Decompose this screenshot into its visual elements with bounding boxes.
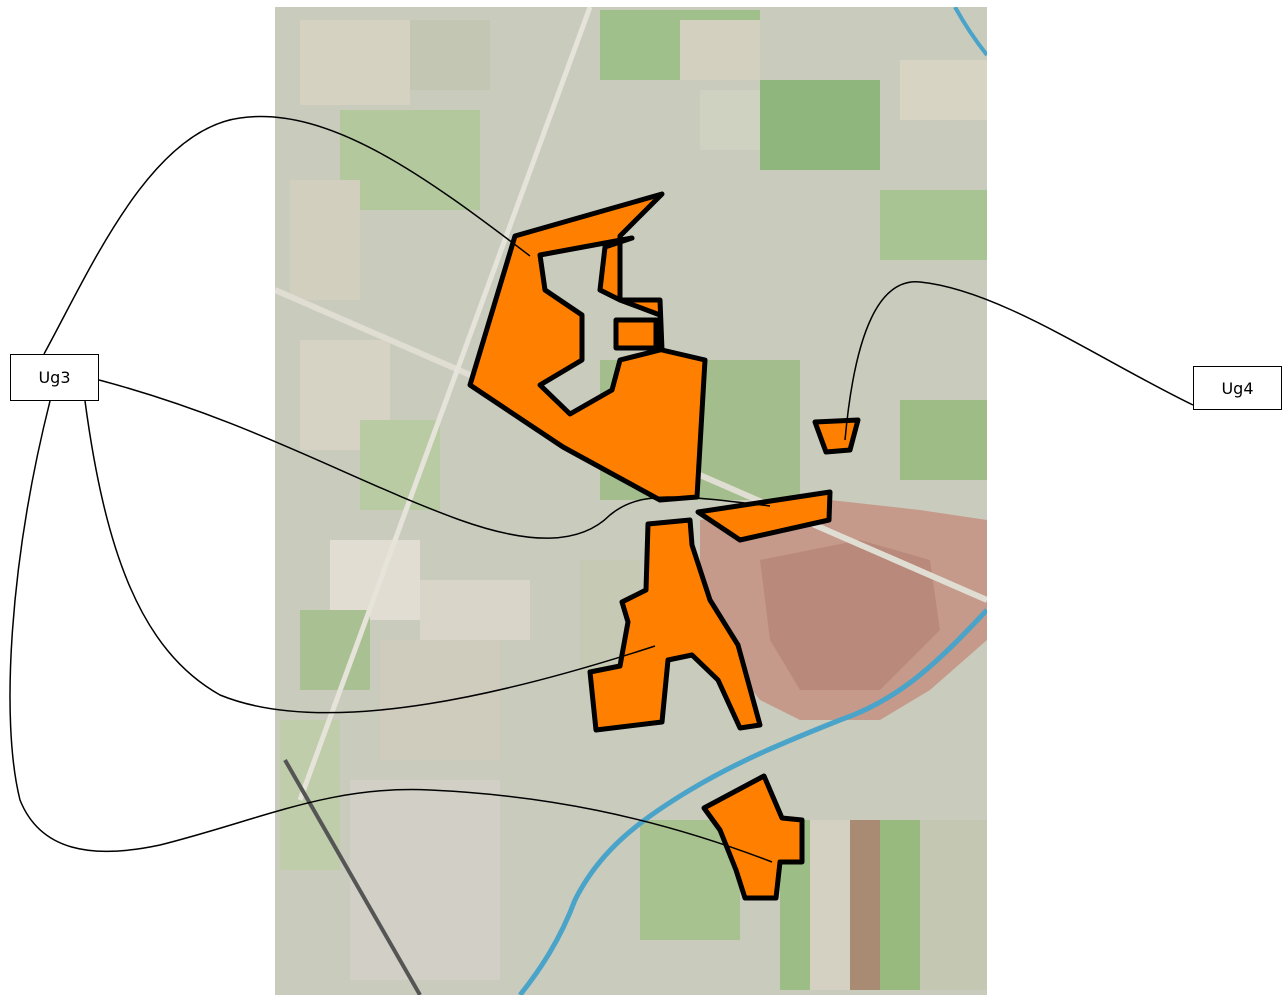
leader-lines (9, 115, 1194, 863)
leader-ug4 (844, 281, 1194, 441)
zone-ug4 (812, 417, 861, 455)
leader-ug3-south (84, 400, 656, 714)
zone-far-south (701, 773, 805, 901)
zone-polygons (467, 191, 861, 901)
leader-ug3-east-strip (98, 379, 771, 539)
leader-ug3-north (43, 115, 531, 355)
label-ug4: Ug4 (1193, 366, 1282, 410)
river (518, 608, 987, 995)
leader-ug3-far-south (9, 400, 773, 863)
zone-center-small (613, 317, 659, 351)
label-ug3: Ug3 (10, 354, 99, 401)
zone-east-strip (695, 489, 833, 543)
zone-south (587, 517, 763, 733)
zone-north (467, 191, 708, 503)
aerial-photo (275, 7, 987, 995)
